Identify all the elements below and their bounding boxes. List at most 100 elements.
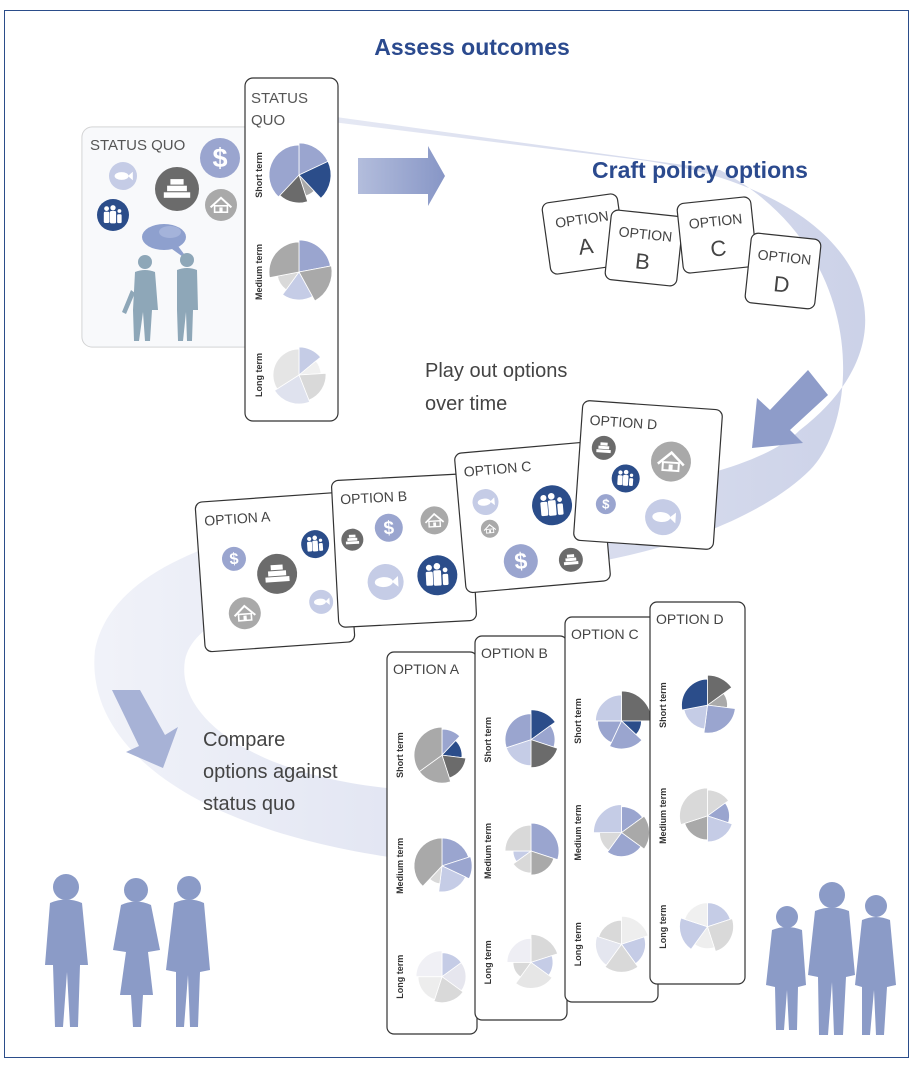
dollar-icon: $: [595, 494, 616, 515]
dollar-icon: $: [200, 138, 240, 178]
family-icon: [611, 464, 640, 493]
arrow-right: [358, 146, 445, 206]
pie-slice: [593, 804, 622, 833]
fish-icon: [645, 499, 682, 536]
term-label: Long term: [658, 905, 668, 949]
svg-text:$: $: [602, 496, 611, 512]
svg-text:$: $: [229, 550, 239, 569]
step-play-out: Play out options over time: [425, 360, 567, 415]
pie-slice: [530, 850, 555, 876]
option-letter: C: [709, 235, 728, 262]
pie-slice: [530, 739, 559, 769]
comparison-pie-long: [595, 915, 649, 973]
school-icon: [155, 167, 199, 211]
step-play-line2: over time: [425, 393, 507, 415]
pie-slice: [272, 348, 300, 390]
fish-icon: [309, 589, 334, 614]
people-group-right-icon: [766, 882, 896, 1035]
pie-slice: [415, 950, 443, 978]
pie-slice: [268, 144, 300, 198]
pie-slice: [621, 915, 649, 945]
comparison-pie-long: [415, 950, 467, 1004]
comparison-label: OPTION B: [481, 645, 548, 661]
pie-slice: [298, 160, 332, 199]
school-icon: [591, 435, 616, 460]
family-icon: [97, 199, 129, 231]
pie-slice: [530, 933, 559, 963]
pie-slice: [440, 856, 473, 880]
term-label: Long term: [483, 940, 493, 984]
term-label: Short term: [658, 682, 668, 728]
comparison-pie-medium: [679, 787, 733, 843]
term-label: Medium term: [658, 788, 668, 844]
house-icon: [650, 441, 691, 482]
pie-slice: [438, 865, 467, 893]
comparison-pie-short: [504, 709, 559, 769]
scenario-label: OPTION B: [340, 488, 408, 507]
term-label: Medium term: [395, 838, 405, 894]
comparison-pie-long: [679, 902, 734, 952]
pie-slice: [530, 709, 556, 741]
flow-arrows: [112, 146, 828, 768]
pie-slice: [298, 346, 322, 376]
option-letter: D: [772, 271, 790, 298]
pie-slice: [609, 720, 643, 750]
pie-slice: [506, 937, 532, 963]
pie-slice: [433, 976, 464, 1004]
term-label: Long term: [254, 353, 264, 397]
term-label: Long term: [573, 922, 583, 966]
figure-border: [4, 10, 909, 1058]
pie-slice: [512, 850, 532, 874]
house-icon: [228, 597, 261, 630]
step-compare: Compare options against status quo: [203, 729, 338, 815]
pie-slice: [604, 943, 639, 973]
pie-slice: [684, 902, 708, 928]
step-compare-line2: options against: [203, 761, 338, 783]
scenario-card-c: OPTION C$: [454, 440, 611, 594]
status-quo-card: STATUS QUO $: [81, 126, 266, 348]
status-quo-chart-label-line1: STATUS: [251, 90, 308, 107]
people-group-left-icon: [45, 874, 210, 1027]
fish-icon: [367, 564, 404, 601]
option-card-d: OPTION D: [744, 232, 822, 310]
svg-text:$: $: [383, 518, 395, 540]
pie-slice: [679, 917, 709, 950]
pie-slice: [606, 832, 642, 857]
status-quo-pie-medium: [268, 239, 333, 302]
term-label: Short term: [483, 717, 493, 763]
term-label: Long term: [395, 955, 405, 999]
scenario-card-b: OPTION B $: [331, 473, 477, 628]
pie-slice: [707, 674, 733, 706]
dollar-icon: $: [221, 546, 246, 571]
comparison-pie-medium: [413, 837, 473, 893]
comparison-pie-short: [413, 726, 467, 784]
pie-slice: [679, 787, 708, 826]
pie-slice: [706, 918, 734, 952]
option-word: OPTION: [757, 246, 812, 268]
status-quo-pie-long: [272, 346, 327, 405]
term-label: Medium term: [573, 805, 583, 861]
comparison-pie-medium: [504, 822, 560, 876]
pie-slice: [595, 694, 622, 722]
option-letter: B: [634, 248, 651, 274]
school-icon: [257, 553, 298, 594]
arrow-down-right: [112, 690, 178, 768]
step-compare-line3: status quo: [203, 793, 295, 815]
pie-slice: [703, 704, 736, 734]
pie-slice: [530, 822, 560, 861]
pie-slice: [298, 265, 333, 302]
house-icon: [480, 519, 499, 538]
status-quo-pie-short: [268, 142, 332, 204]
svg-text:$: $: [513, 547, 528, 574]
comparison-pie-medium: [593, 804, 650, 857]
pie-slice: [413, 837, 443, 887]
pie-slice: [595, 935, 623, 966]
